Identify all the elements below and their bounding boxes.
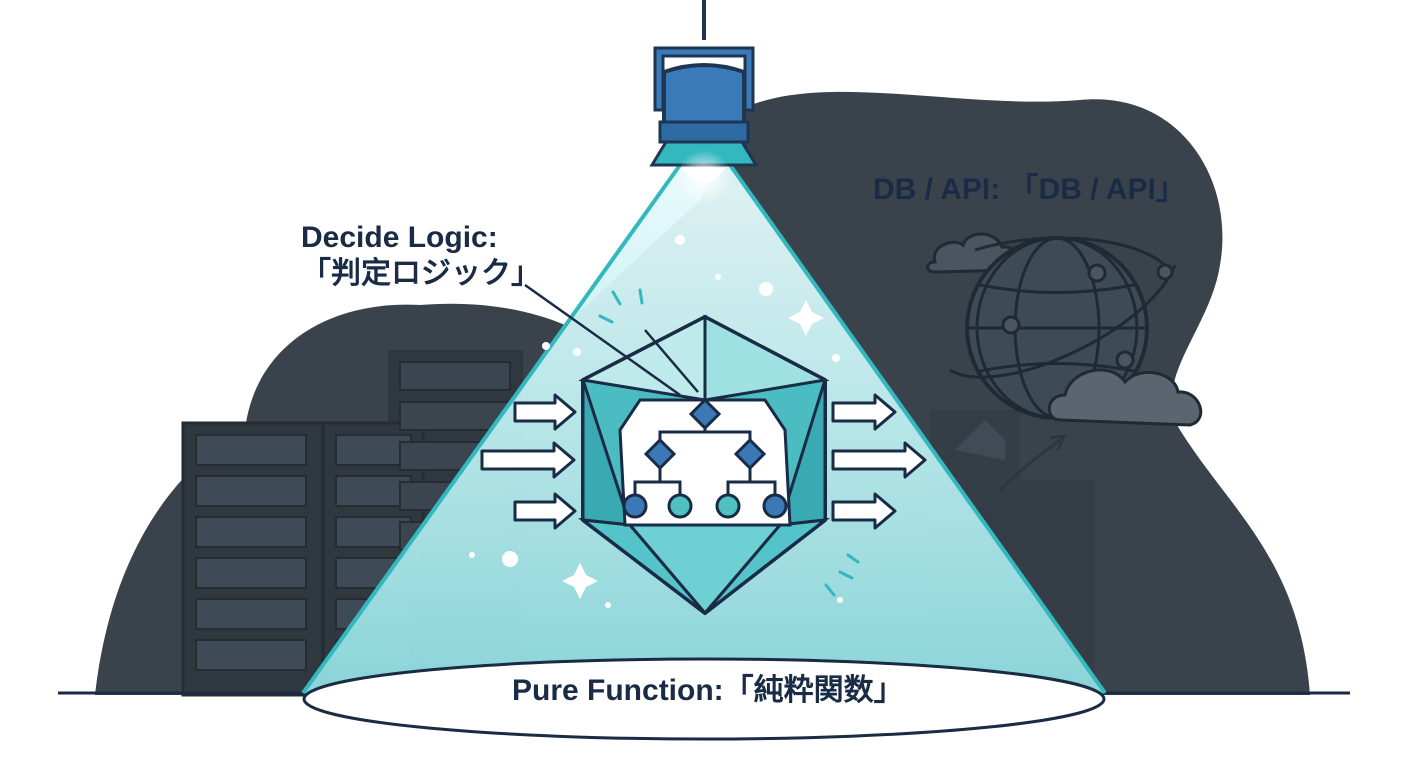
output-arrows (831, 393, 927, 530)
server-slot (195, 516, 307, 548)
decision-nodes (622, 397, 788, 519)
output-arrow (831, 441, 927, 479)
server-slot (335, 475, 412, 507)
input-arrow (513, 492, 577, 530)
result-node (762, 493, 788, 519)
input-arrows (480, 393, 577, 530)
server-slot (399, 361, 511, 391)
pure-function-label: Pure Function:「純粋関数」 (512, 674, 904, 707)
result-node (667, 493, 693, 519)
server-slot (195, 557, 307, 589)
server-slot (195, 639, 307, 671)
server-slot (195, 475, 307, 507)
server-slot (335, 434, 412, 466)
input-arrow (480, 441, 576, 479)
input-arrow (513, 393, 577, 431)
server-slot (335, 516, 412, 548)
globe-icon (926, 232, 1203, 427)
server-slot (195, 434, 307, 466)
output-arrow (831, 492, 897, 530)
decision-diamond (643, 437, 677, 471)
spotlight-lamp-icon (649, 0, 759, 206)
result-node (715, 493, 741, 519)
output-arrow (831, 393, 897, 431)
result-node (622, 493, 648, 519)
decide-logic-label-line1: Decide Logic: (301, 221, 498, 254)
decide-logic-leader-line (524, 283, 681, 397)
decide-logic-label-line2: 「判定ロジック」 (301, 257, 541, 290)
spotlight-floor-ellipse (302, 657, 1106, 741)
server-slot (195, 598, 307, 630)
decide-logic-label: Decide Logic: 「判定ロジック」 (301, 220, 541, 292)
sparkles (469, 235, 843, 608)
decision-diamond (733, 437, 767, 471)
db-api-label: DB / API: 「DB / API」 (873, 173, 1186, 206)
crystal-polyhedron (577, 314, 831, 616)
sparkle-lines (598, 288, 860, 597)
cloud-icon (1047, 368, 1203, 427)
decision-diamond (688, 397, 722, 431)
